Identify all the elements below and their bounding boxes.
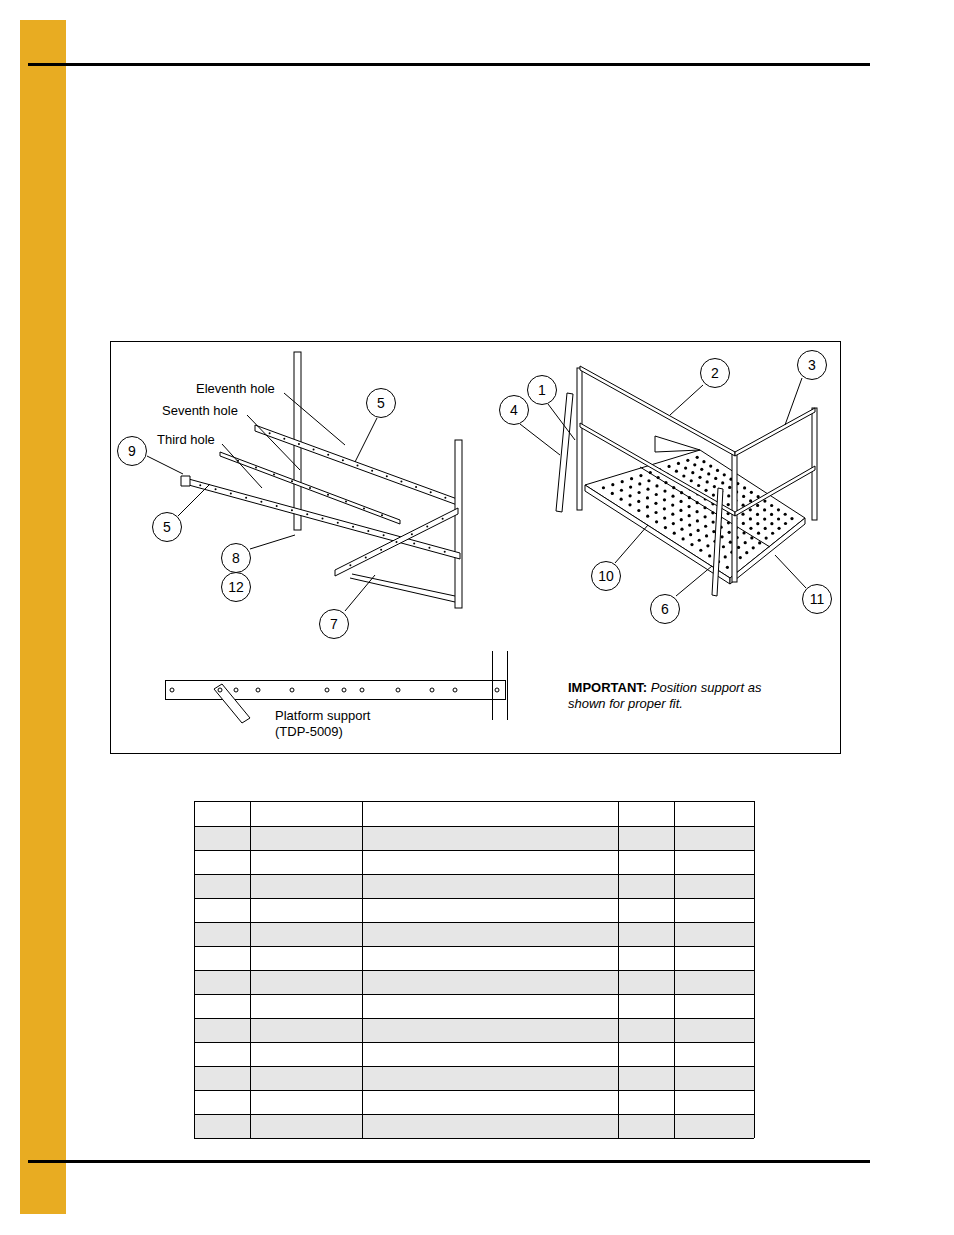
rule [28, 1160, 870, 1163]
callout-number: 4 [499, 395, 529, 425]
hole-label: Third hole [157, 432, 215, 448]
important-note: IMPORTANT: Position support as shown for… [568, 680, 773, 712]
platform-illustration [556, 366, 817, 596]
callout-number: 6 [650, 594, 680, 624]
callout-text: 10 [598, 568, 614, 584]
callout-text: 6 [661, 601, 669, 617]
callout-number: 7 [319, 609, 349, 639]
callout-text: 9 [128, 443, 136, 459]
callout-number: 5 [366, 388, 396, 418]
callout-text: 5 [163, 519, 171, 535]
callout-text: 3 [808, 357, 816, 373]
callout-number: 9 [117, 436, 147, 466]
callout-text: 1 [538, 382, 546, 398]
callout-number: 2 [700, 358, 730, 388]
part-label: Platform support (TDP-5009) [275, 708, 393, 740]
leader-lines [147, 378, 806, 611]
hole-label: Seventh hole [162, 403, 238, 419]
callout-number: 10 [591, 561, 621, 591]
frame-illustration [181, 352, 462, 608]
callout-number: 5 [152, 512, 182, 542]
callout-number: 12 [221, 572, 251, 602]
rule [28, 63, 870, 66]
parts-table [194, 801, 755, 1139]
callout-number: 1 [527, 375, 557, 405]
spacer [647, 680, 651, 695]
side-bar [20, 20, 66, 1214]
callout-number: 8 [221, 543, 251, 573]
note-heading: IMPORTANT: [568, 680, 647, 695]
callout-text: 2 [711, 365, 719, 381]
callout-number: 3 [797, 350, 827, 380]
callout-text: 12 [228, 579, 244, 595]
callout-text: 5 [377, 395, 385, 411]
callout-text: 8 [232, 550, 240, 566]
figure-frame [111, 342, 841, 754]
hole-label: Eleventh hole [196, 381, 275, 397]
callout-text: 7 [330, 616, 338, 632]
callout-number: 11 [802, 584, 832, 614]
callout-text: 11 [810, 591, 825, 607]
callout-text: 4 [510, 402, 518, 418]
